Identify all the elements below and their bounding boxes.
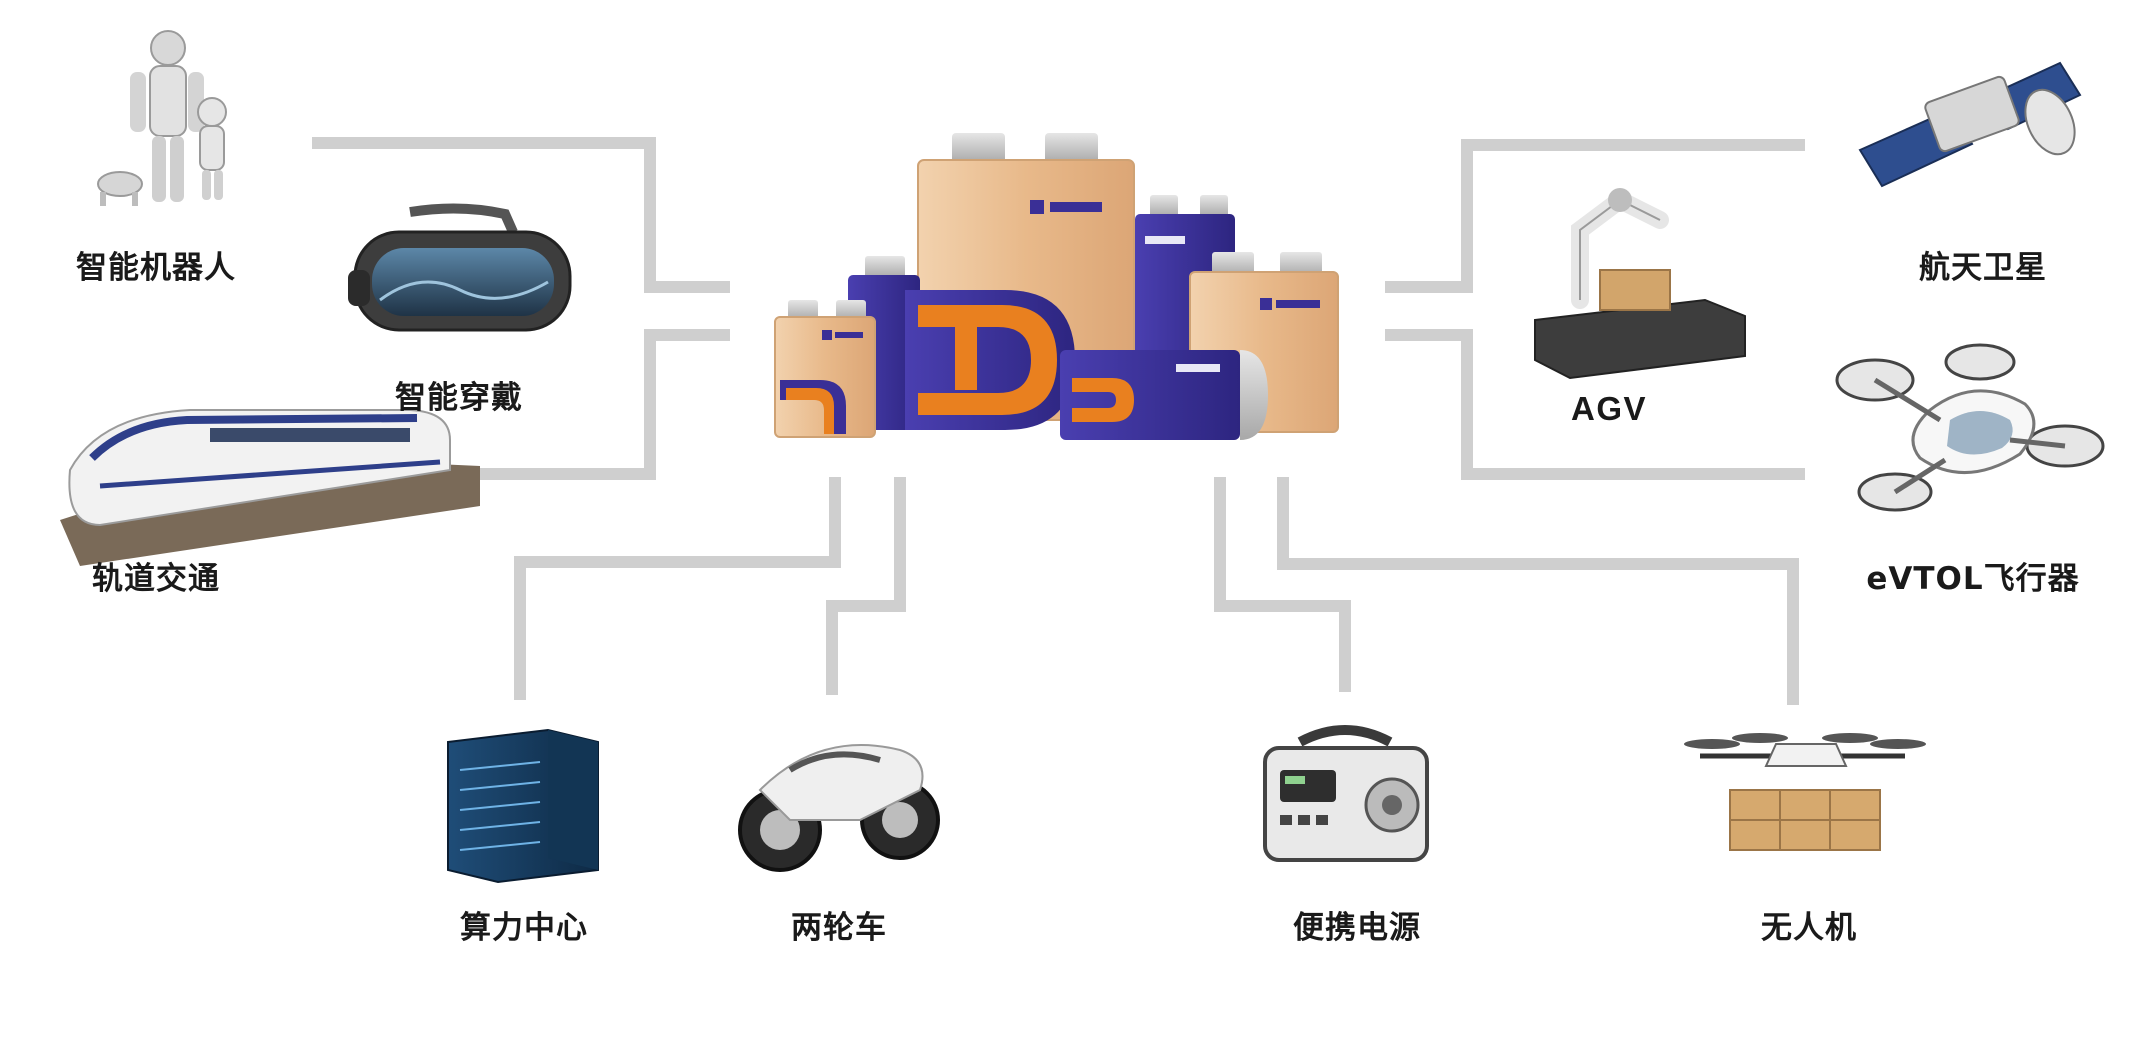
connector-portable-power (1214, 477, 1351, 692)
evtol-icon (1835, 343, 2105, 512)
connector-robot (312, 137, 730, 293)
label-computing: 算力中心 (460, 910, 588, 946)
satellite-icon (1858, 61, 2082, 188)
connector-rail (312, 329, 730, 480)
server-rack-icon (447, 728, 599, 884)
label-evtol: eVTOL飞行器 (1866, 561, 2080, 597)
connector-satellite (1385, 139, 1805, 293)
label-drone: 无人机 (1761, 910, 1857, 946)
motorcycle-icon (738, 744, 940, 872)
battery-cluster (774, 133, 1339, 440)
label-rail: 轨道交通 (92, 561, 220, 597)
connector-two-wheeler (826, 477, 906, 695)
drone-icon (1684, 733, 1926, 851)
label-two-wheeler: 两轮车 (791, 910, 887, 946)
vr-headset-icon (348, 203, 572, 332)
label-portable-power: 便携电源 (1293, 910, 1421, 946)
label-robot: 智能机器人 (76, 250, 236, 286)
connector-computing (514, 477, 841, 700)
robot-icon (97, 30, 227, 206)
connector-evtol (1385, 329, 1805, 480)
battery-cell-small (774, 300, 876, 438)
power-station-icon (1263, 725, 1429, 862)
agv-arm-icon (1534, 188, 1746, 380)
label-satellite: 航天卫星 (1919, 250, 2047, 286)
battery-logo-graphic (905, 290, 1075, 430)
connector-lines (312, 137, 1805, 705)
battery-cell-front (1060, 350, 1268, 440)
connector-drone (1277, 477, 1799, 705)
train-icon (60, 409, 480, 566)
label-wearable: 智能穿戴 (395, 380, 523, 416)
label-agv: AGV (1570, 390, 1648, 427)
